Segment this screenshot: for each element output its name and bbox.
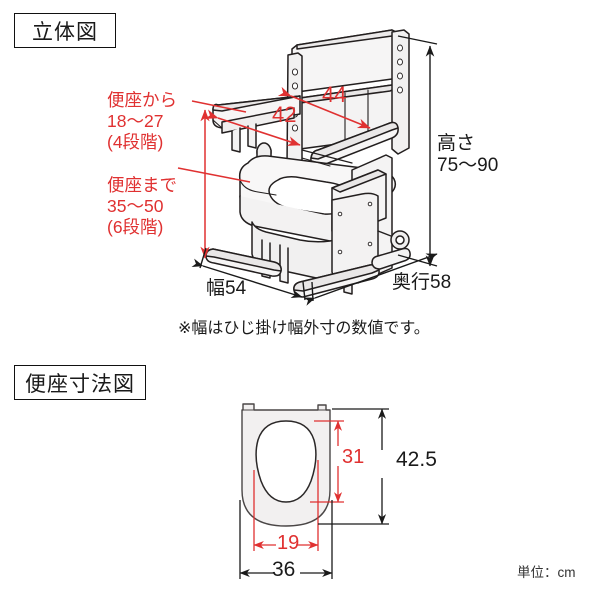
- seat-opening-shape: [255, 420, 317, 503]
- section-title-solid-view: 立体図: [14, 13, 116, 48]
- height-leader-bottom: [397, 254, 438, 267]
- seat-from-leader-line: [191, 100, 247, 113]
- section-title-seat-view: 便座寸法図: [14, 365, 146, 400]
- width-note: ※幅はひじ掛け幅外寸の数値です。: [178, 320, 430, 337]
- width-label: 幅54: [206, 278, 247, 299]
- width-leader-right: [302, 281, 306, 301]
- height-leader-top: [397, 35, 438, 45]
- opening-length-value: 31: [342, 446, 365, 468]
- depth-leader-left: [311, 281, 314, 302]
- unit-label: 単位：cm: [517, 565, 576, 580]
- seat-plate-shape: [241, 403, 331, 527]
- backrest-inner-value: 42: [272, 102, 297, 127]
- section-title-seat-view-label: 便座寸法図: [25, 372, 135, 396]
- seat-to-leader-line: [177, 167, 251, 183]
- seat-width-value: 36: [272, 558, 296, 581]
- seat-length-value: 42.5: [396, 448, 437, 471]
- height-label: 高さ 75〜90: [437, 133, 499, 176]
- seat-to-label: 便座まで 35〜50 (6段階): [107, 175, 177, 237]
- armrest-inner-value: 44: [322, 82, 347, 107]
- width-leader-left: [199, 247, 207, 269]
- opening-width-value: 19: [277, 532, 300, 554]
- depth-label: 奥行58: [392, 272, 452, 293]
- section-title-solid-view-label: 立体図: [32, 20, 98, 44]
- seat-from-label: 便座から 18〜27 (4段階): [107, 90, 177, 152]
